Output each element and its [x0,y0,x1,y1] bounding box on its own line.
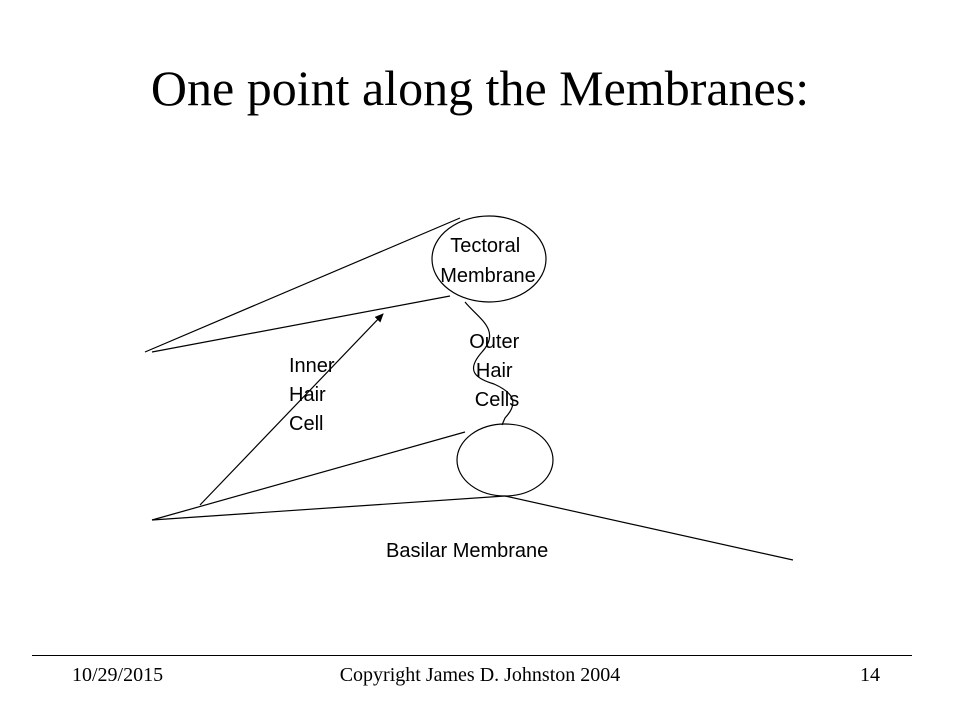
inner-hair-label-line-2: Hair [289,384,326,406]
basilar-upper-line [151,431,466,521]
tectoral-membrane-ellipse [431,215,547,303]
footer-copyright: Copyright James D. Johnston 2004 [339,664,621,686]
basilar-membrane-label: Basilar Membrane [386,540,548,562]
slide-title: One point along the Membranes: [150,60,810,116]
footer-date: 10/29/2015 [72,664,164,686]
inner-hair-cell-label: Inner Hair Cell [289,355,340,435]
footer-page-number: 14 [860,664,880,686]
inner-hair-label-line-3: Cell [289,413,323,435]
inner-hair-label-line-1: Inner [289,355,335,377]
outer-hair-label-line-3: Cells [475,389,519,411]
basilar-extension-line [504,495,794,561]
basilar-membrane-ellipse [456,423,554,497]
tectoral-label-line-2: Membrane [440,265,536,287]
inner-hair-cell-arrow [199,313,384,506]
outer-hair-label-line-1: Outer [469,331,519,353]
outer-hair-cells-label: Outer Hair Cells [469,331,525,411]
basilar-lower-line [151,495,506,521]
outer-hair-label-line-2: Hair [476,360,513,382]
outer-hair-cells-curve [464,301,514,426]
tectoral-upper-line [144,217,461,353]
tectoral-membrane-label: Tectoral Membrane [440,235,536,287]
tectoral-label-line-1: Tectoral [450,235,520,257]
tectoral-lower-line [151,295,451,353]
footer-divider [32,655,912,656]
